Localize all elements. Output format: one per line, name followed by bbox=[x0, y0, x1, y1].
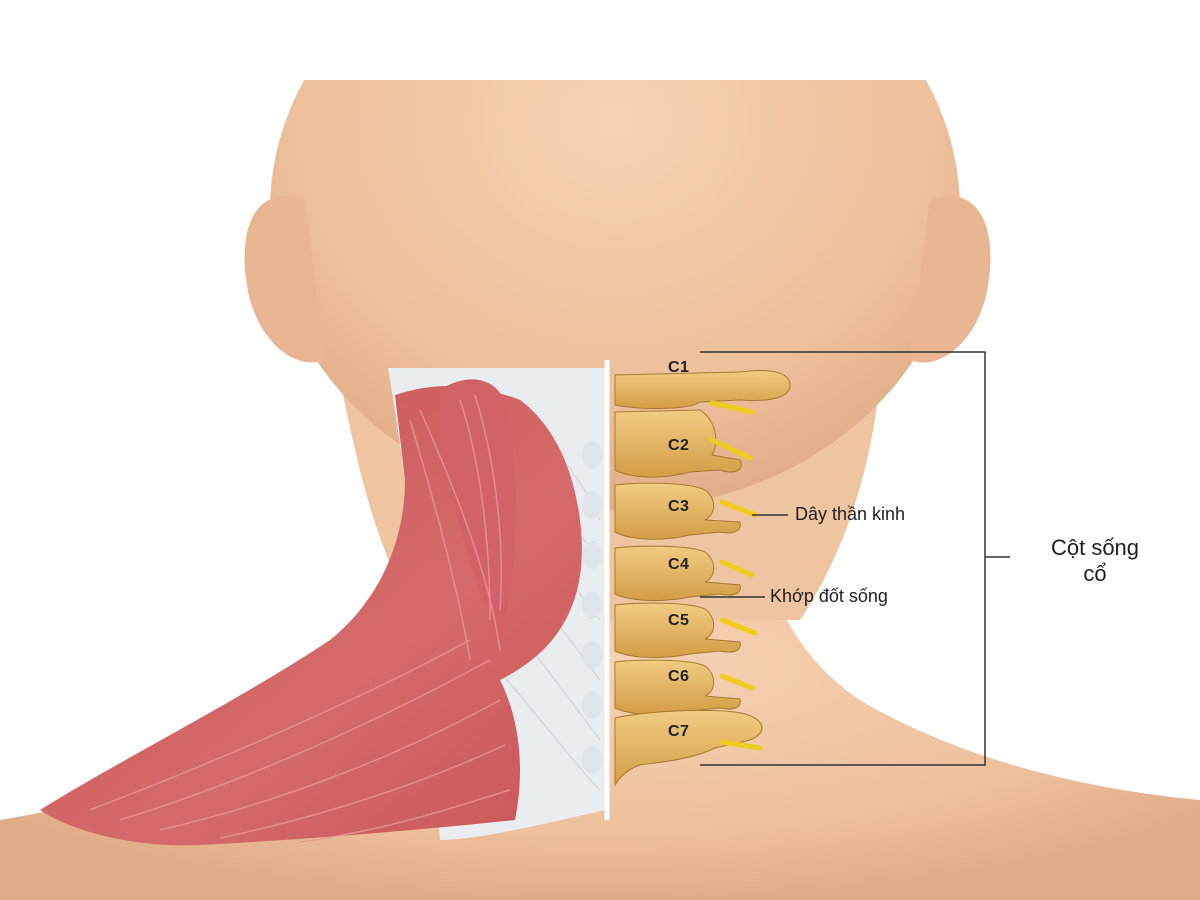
cervical-bracket bbox=[700, 351, 986, 766]
label-c4: C4 bbox=[668, 556, 690, 573]
vertebral-column bbox=[614, 370, 791, 787]
vertebra-c3 bbox=[614, 482, 741, 540]
cervical-spine-label: Cột sống cổ bbox=[1025, 535, 1165, 588]
label-c5: C5 bbox=[668, 612, 690, 629]
vertebra-c1 bbox=[614, 370, 791, 409]
muscle-fibers bbox=[89, 394, 511, 843]
label-c1: C1 bbox=[668, 359, 690, 376]
vertebra-c4 bbox=[614, 545, 741, 602]
vertebra-c5 bbox=[614, 602, 741, 659]
spinal-nerves bbox=[709, 400, 763, 751]
label-c3: C3 bbox=[668, 498, 690, 515]
vertebra-c7 bbox=[614, 709, 763, 787]
vertebra-c2 bbox=[614, 409, 742, 478]
facet-joint-label: Khớp đốt sống bbox=[770, 586, 888, 606]
right-ear bbox=[910, 196, 991, 363]
cervical-spine-label-line2: cổ bbox=[1083, 561, 1107, 587]
trapezius-muscle bbox=[40, 385, 582, 846]
nerve-label: Dây thần kinh bbox=[795, 504, 906, 524]
label-c7: C7 bbox=[668, 723, 690, 740]
splenius-muscle bbox=[440, 379, 516, 640]
spinous-processes bbox=[582, 441, 602, 774]
leader-lines bbox=[700, 351, 1010, 766]
label-c6: C6 bbox=[668, 668, 690, 685]
left-ear bbox=[244, 196, 325, 363]
cervical-spine-label-line1: Cột sống bbox=[1050, 535, 1140, 560]
label-c2: C2 bbox=[668, 437, 690, 454]
